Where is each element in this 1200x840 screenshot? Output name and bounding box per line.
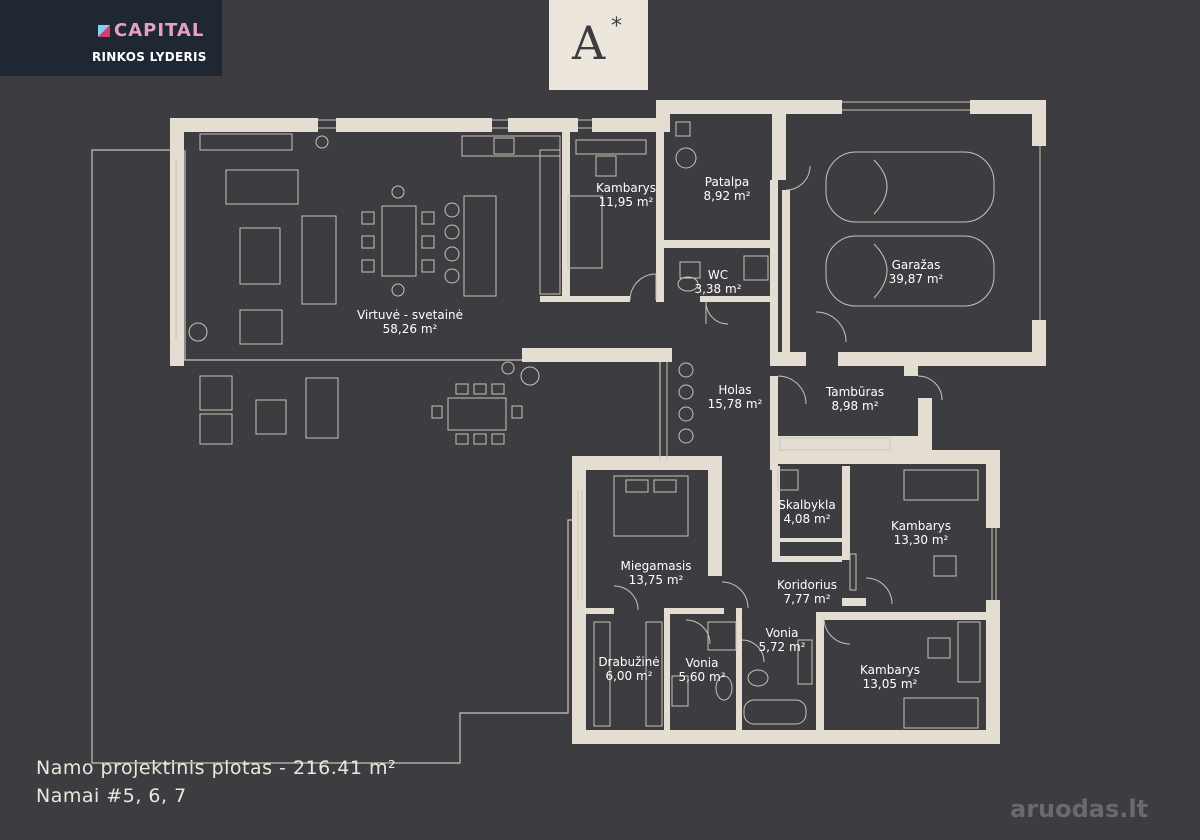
agency-logo: CAPITAL RINKOS LYDERIS: [0, 0, 222, 76]
door-swings: [613, 165, 943, 663]
room-area: 11,95 m²: [598, 195, 654, 209]
total-area: Namo projektinis plotas - 216.41 m²: [36, 757, 397, 779]
room-name: Holas: [718, 383, 752, 397]
room-name: Tambūras: [825, 385, 885, 399]
houses-numbers: Namai #5, 6, 7: [36, 785, 187, 807]
room-name: Garažas: [891, 258, 941, 272]
room-area: 3,38 m²: [694, 282, 742, 296]
room-area: 4,08 m²: [783, 512, 831, 526]
room-name: Virtuvė - svetainė: [356, 308, 464, 322]
room-name: Patalpa: [704, 175, 750, 189]
room-name: Kambarys: [860, 663, 920, 677]
room-name: WC: [707, 268, 729, 282]
room-area: 15,78 m²: [707, 397, 763, 411]
project-mark-star: *: [611, 14, 622, 39]
room-name: Kambarys: [891, 519, 951, 533]
agency-tagline: RINKOS LYDERIS: [92, 50, 207, 64]
room-area: 5,60 m²: [678, 670, 726, 684]
room-area: 58,26 m²: [382, 322, 438, 336]
room-name: Vonia: [685, 656, 719, 670]
terrace-outline: [91, 149, 572, 764]
project-badge: A *: [549, 0, 648, 90]
room-name: Kambarys: [596, 181, 656, 195]
room-area: 13,30 m²: [893, 533, 949, 547]
room-area: 39,87 m²: [888, 272, 944, 286]
room-name: Drabužinė: [598, 655, 660, 669]
room-area: 8,92 m²: [703, 189, 751, 203]
walls: [170, 100, 1046, 744]
room-area: 6,00 m²: [605, 669, 653, 683]
agency-brand: CAPITAL: [98, 20, 204, 41]
room-area: 13,05 m²: [862, 677, 918, 691]
project-mark: A: [572, 16, 606, 70]
terrace-inner-line: [182, 359, 661, 460]
agency-name: CAPITAL: [114, 20, 205, 41]
room-name: Vonia: [765, 626, 799, 640]
room-area: 5,72 m²: [758, 640, 806, 654]
room-name: Skalbykla: [778, 498, 836, 512]
room-area: 13,75 m²: [628, 573, 684, 587]
room-name: Miegamasis: [620, 559, 692, 573]
furniture: [188, 121, 995, 729]
site-watermark: aruodas.lt: [1010, 795, 1149, 823]
room-area: 8,98 m²: [831, 399, 879, 413]
window-lines: [175, 101, 1041, 600]
room-area: 7,77 m²: [783, 592, 831, 606]
cube-icon: [98, 25, 110, 37]
room-name: Koridorius: [777, 578, 837, 592]
